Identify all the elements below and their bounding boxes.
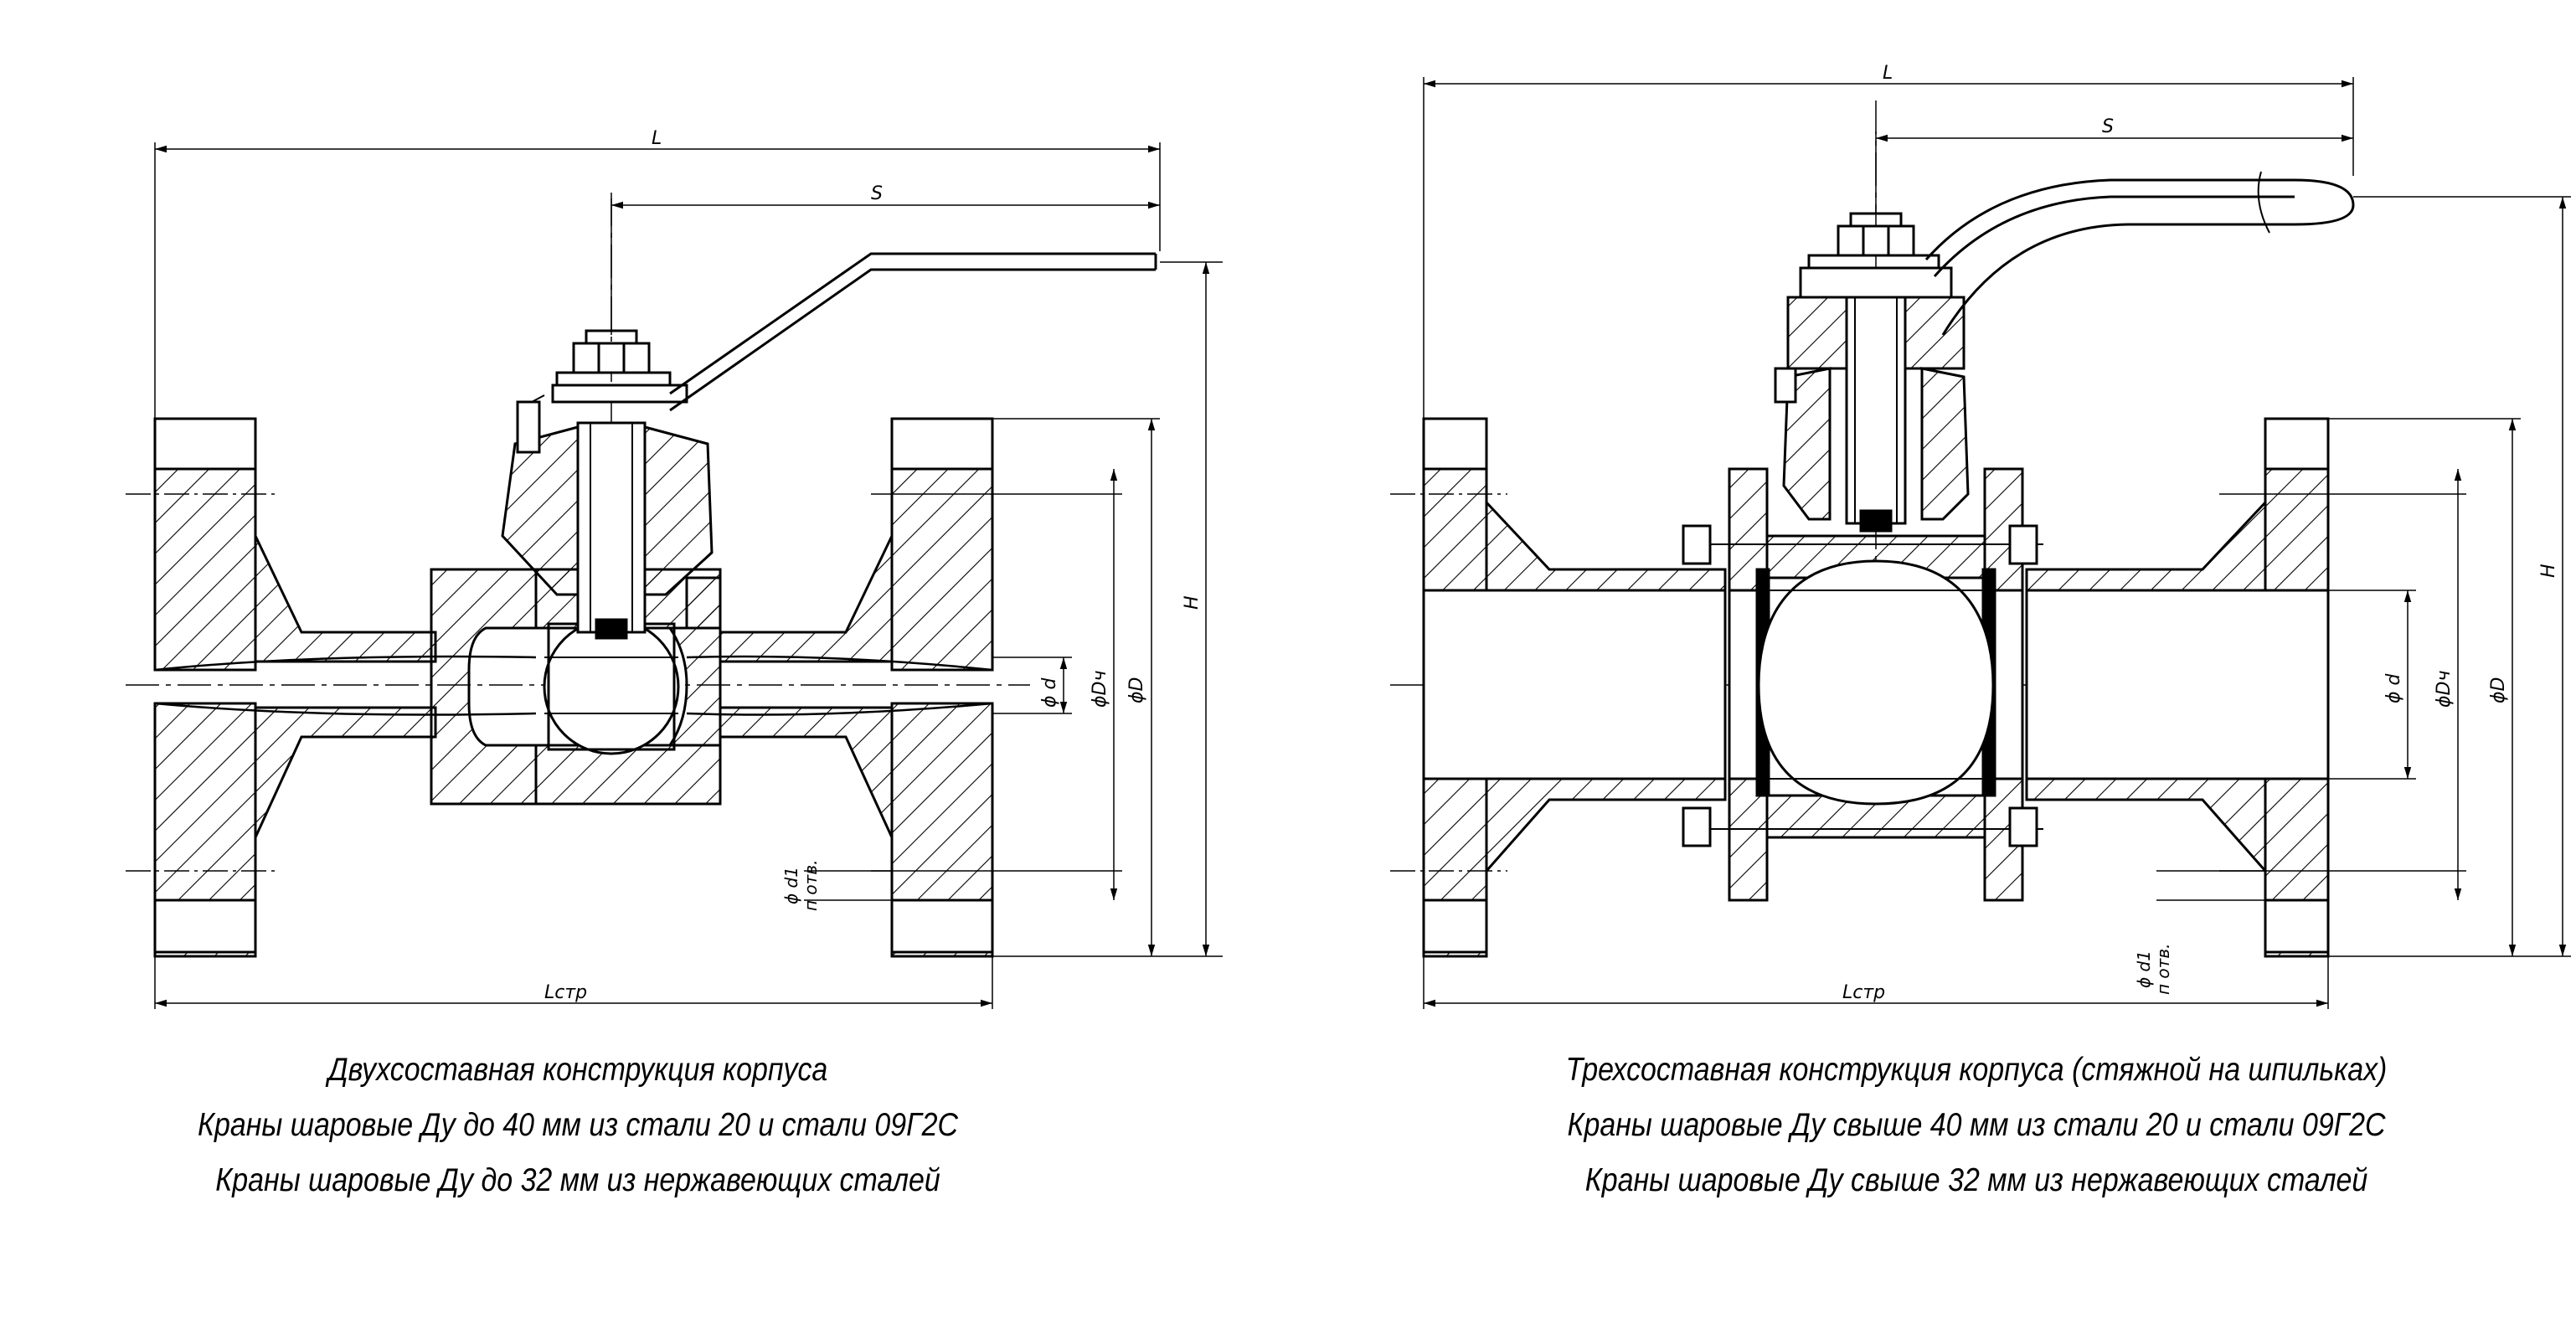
- right-dim-L: L: [1883, 63, 1893, 84]
- left-dim-L: L: [652, 128, 662, 149]
- left-caption-line-2: Краны шаровые Ду до 40 мм из стали 20 и …: [197, 1107, 959, 1143]
- right-dim-n-holes: п отв.: [2153, 944, 2173, 995]
- right-dim-Lstr: Lстр: [1842, 982, 1885, 1003]
- right-caption: Трехсоставная конструкция корпуса (стяжн…: [1510, 1043, 2443, 1208]
- left-caption: Двухсоставная конструкция корпуса Краны …: [170, 1043, 986, 1208]
- right-caption-line-3: Краны шаровые Ду свыше 32 мм из нержавею…: [1584, 1162, 2368, 1198]
- left-dim-d1: ϕ d1: [781, 867, 801, 904]
- left-caption-line-3: Краны шаровые Ду до 32 мм из нержавеющих…: [215, 1162, 940, 1198]
- left-dim-S: S: [871, 183, 883, 204]
- three-piece-valve-drawing: [1390, 77, 2571, 1009]
- two-piece-valve-drawing: [126, 142, 1223, 1009]
- left-dim-Du: ϕDч: [1090, 671, 1110, 708]
- right-dim-D: ϕD: [2488, 677, 2509, 703]
- left-dim-Lstr: Lстр: [544, 982, 587, 1003]
- left-dim-n-holes: п отв.: [801, 860, 821, 911]
- right-dim-d1: ϕ d1: [2134, 950, 2154, 988]
- left-caption-line-1: Двухсоставная конструкция корпуса: [327, 1052, 828, 1088]
- left-dim-H: H: [1182, 595, 1203, 610]
- right-dim-S: S: [2102, 116, 2114, 137]
- right-caption-line-2: Краны шаровые Ду свыше 40 мм из стали 20…: [1567, 1107, 2386, 1143]
- right-dim-Du: ϕDч: [2434, 671, 2455, 708]
- right-dim-H: H: [2538, 564, 2559, 578]
- right-dim-d: ϕ d: [2383, 672, 2404, 703]
- left-dim-d: ϕ d: [1039, 677, 1060, 708]
- right-caption-line-1: Трехсоставная конструкция корпуса (стяжн…: [1565, 1052, 2388, 1088]
- left-dim-D: ϕD: [1126, 677, 1147, 703]
